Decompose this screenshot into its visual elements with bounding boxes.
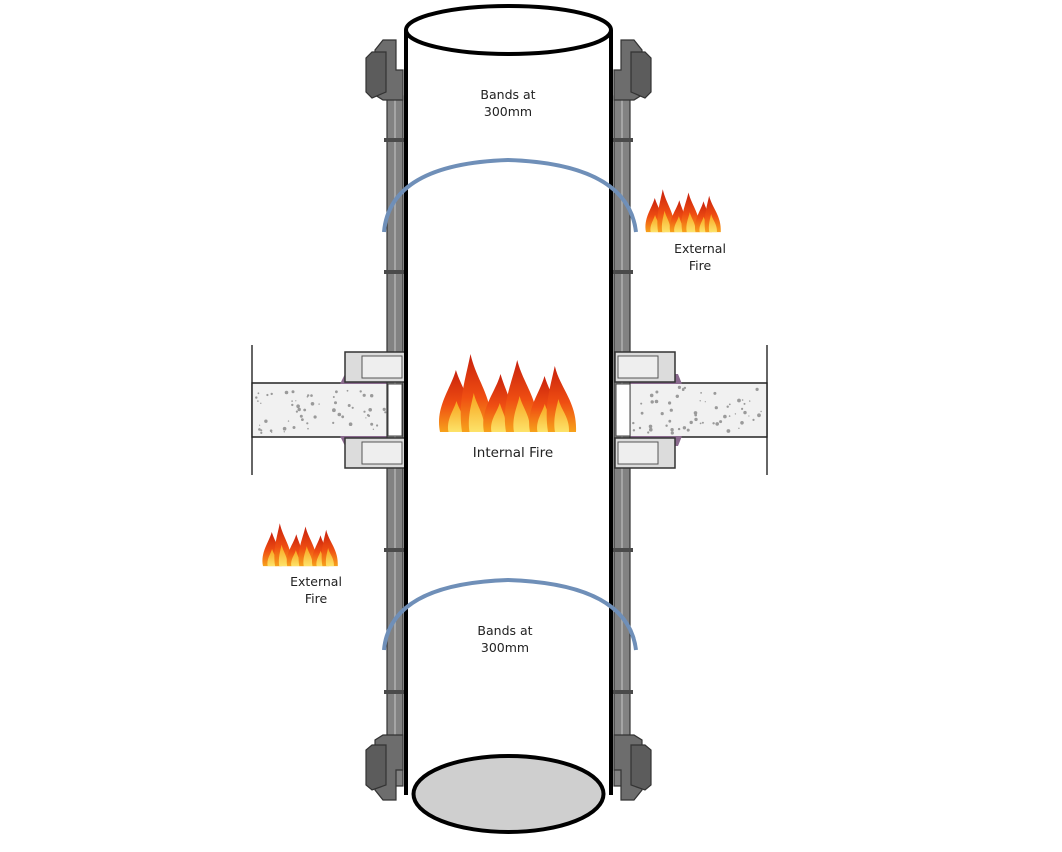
band-bottom-label: Bands at 300mm bbox=[455, 622, 555, 656]
fire-collar-left bbox=[344, 351, 406, 469]
band-bottom-label-line-2: 300mm bbox=[480, 640, 530, 655]
internal-fire-flame-icon bbox=[439, 354, 577, 432]
concrete-slab-right bbox=[627, 345, 768, 475]
internal-fire-label: Internal Fire bbox=[472, 445, 554, 461]
band-top-label-line-1: Bands at bbox=[480, 87, 536, 102]
external-fire-right-label-line-1: External bbox=[674, 241, 726, 256]
pipe-bottom-opening bbox=[411, 754, 606, 834]
external-fire-left-flame-icon bbox=[262, 523, 338, 567]
external-fire-right-label-line-2: Fire bbox=[688, 258, 712, 273]
external-fire-left-label: External Fire bbox=[276, 573, 356, 607]
external-fire-right-flame-icon bbox=[645, 189, 721, 233]
band-bottom bbox=[382, 577, 638, 651]
band-top-label: Bands at 300mm bbox=[458, 86, 558, 120]
band-top bbox=[382, 157, 638, 233]
external-fire-right-label: External Fire bbox=[660, 240, 740, 274]
external-fire-left-label-line-1: External bbox=[290, 574, 342, 589]
band-bottom-label-line-1: Bands at bbox=[477, 623, 533, 638]
external-fire-left-label-line-2: Fire bbox=[304, 591, 328, 606]
fire-collar-right bbox=[614, 351, 676, 469]
band-top-label-line-2: 300mm bbox=[483, 104, 533, 119]
main-pipe bbox=[404, 4, 613, 795]
